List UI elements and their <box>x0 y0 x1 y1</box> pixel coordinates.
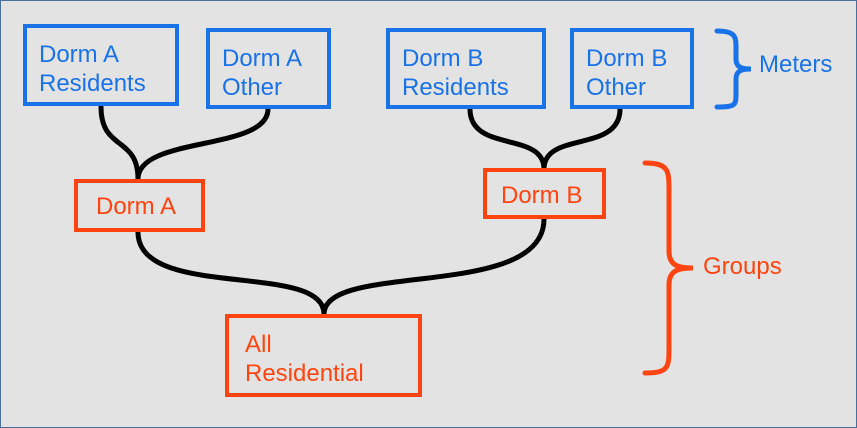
connector-dorm-b-to-all <box>321 216 547 317</box>
connector-dorm-b-residents <box>467 106 547 172</box>
connector-dorm-a-to-all <box>135 229 327 317</box>
meter-dorm-a-residents: Dorm A Residents <box>23 24 179 106</box>
connector-dorm-b-other <box>541 106 623 172</box>
groups-brace <box>642 160 694 376</box>
groups-label: Groups <box>703 253 782 280</box>
connector-dorm-a-other <box>135 106 271 182</box>
meter-dorm-a-other: Dorm A Other <box>206 28 331 109</box>
meter-dorm-b-other: Dorm B Other <box>570 28 694 109</box>
connector-dorm-a-residents <box>98 104 141 182</box>
group-dorm-b: Dorm B <box>483 168 606 219</box>
meters-label: Meters <box>759 51 833 78</box>
meter-dorm-b-residents: Dorm B Residents <box>386 28 546 109</box>
group-all-residential: All Residential <box>225 314 422 397</box>
group-dorm-a: Dorm A <box>74 179 205 232</box>
meters-brace <box>714 28 752 110</box>
